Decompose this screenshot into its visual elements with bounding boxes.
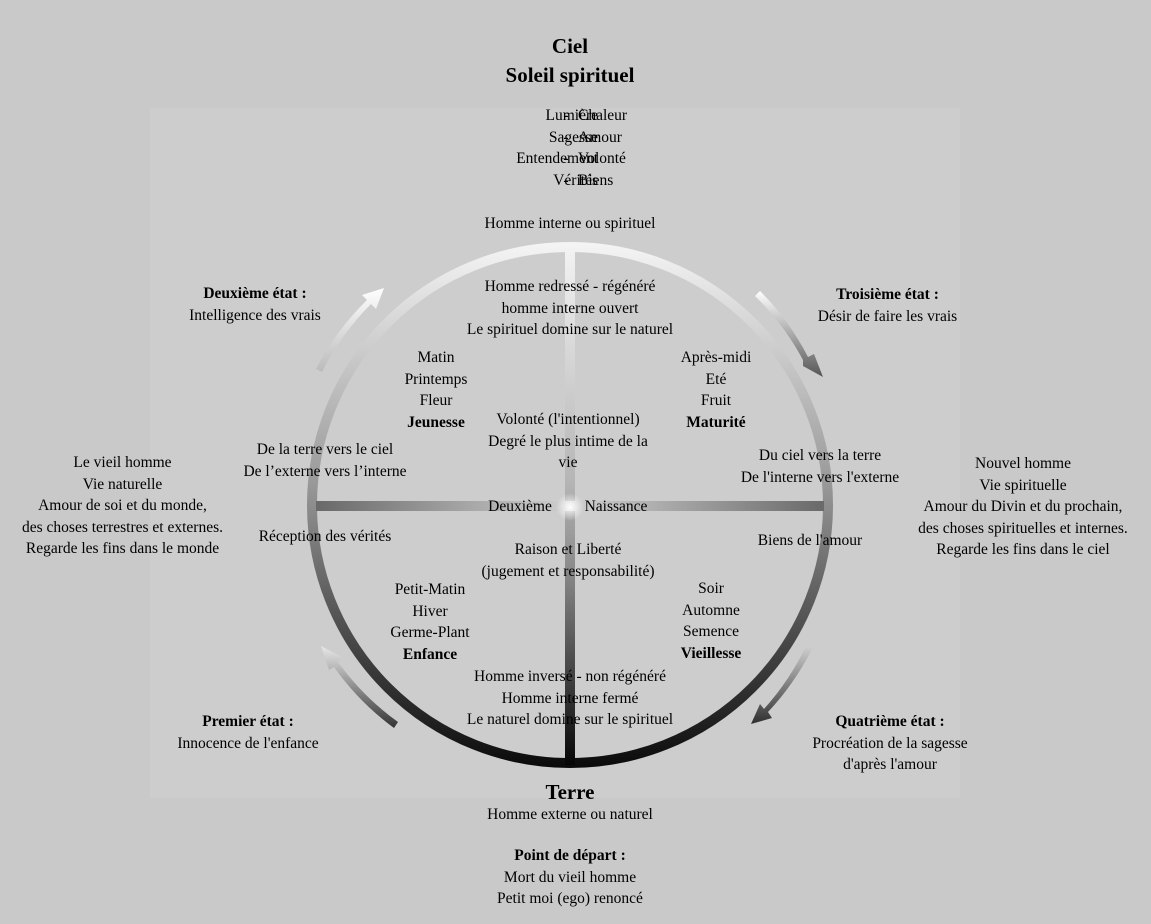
goods-of-love: Biens de l'amour	[757, 532, 863, 549]
correspondence-row: Sagesse-Amour	[548, 128, 622, 146]
reception-of-truths: Réception des vérités	[258, 528, 392, 545]
arrow-third-state-icon	[755, 291, 823, 377]
sky-subtitle: Soleil spirituel	[505, 63, 635, 87]
inner-man-label: Homme interne ou spirituel	[484, 215, 656, 232]
birth-label: Naissance	[584, 498, 648, 515]
will-text: Volonté (l'intentionnel)Degré le plus in…	[488, 411, 648, 471]
arrow-fourth-state-icon	[751, 646, 812, 724]
third-state: Troisième état :Désir de faire les vrais	[817, 286, 958, 325]
second-state: Deuxième état :Intelligence des vrais	[189, 285, 321, 324]
fourth-state: Quatrième état :Procréation de la sagess…	[812, 713, 968, 773]
center-point	[556, 492, 584, 520]
outer-man-label: Homme externe ou naturel	[487, 806, 653, 823]
correspondence-row: Entendement-Volonté	[516, 150, 626, 167]
arrow-second-state-icon	[316, 288, 384, 372]
sky-correspondences: Lumière-Chaleur Sagesse-Amour Entendemen…	[481, 105, 681, 191]
earth-title: Terre	[545, 780, 595, 804]
arrow-first-state-icon	[321, 646, 398, 728]
first-state: Premier état :Innocence de l'enfance	[177, 713, 319, 752]
correspondence-row: Lumière-Chaleur	[545, 107, 628, 124]
sky-title: Ciel	[551, 34, 589, 58]
reason-liberty-text: Raison et Liberté(jugement et responsabi…	[481, 541, 655, 580]
correspondence-row: Vérités-Biens	[553, 171, 614, 189]
second-label: Deuxième	[488, 498, 552, 515]
